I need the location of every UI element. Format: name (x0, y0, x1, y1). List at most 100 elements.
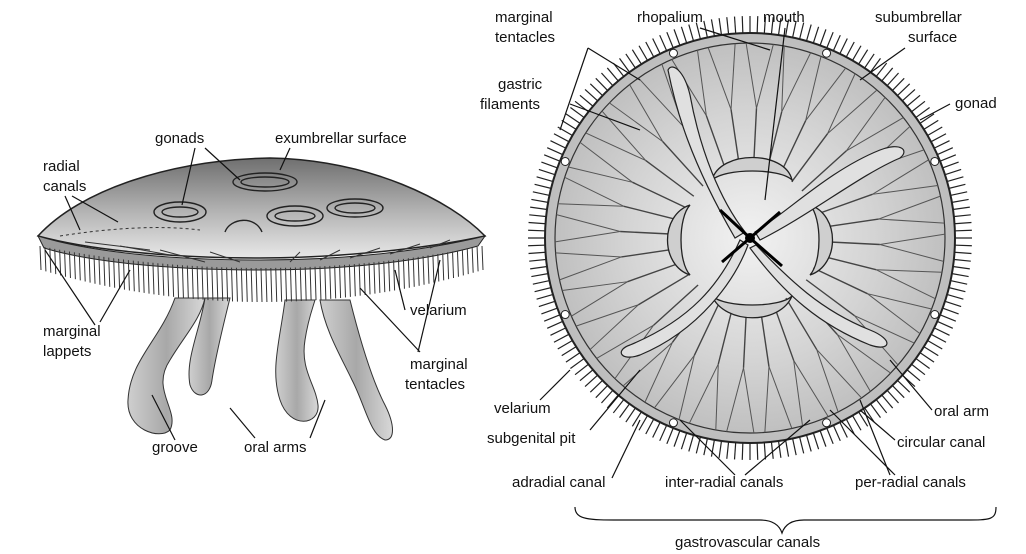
tentacle-strand (94, 255, 95, 283)
tentacle-strand (182, 265, 183, 298)
tentacle-strand (266, 268, 267, 302)
tentacle-strand (143, 262, 144, 293)
tentacle-strand (315, 267, 316, 300)
tentacle-strand (168, 264, 169, 296)
tentacle-strand (163, 264, 164, 296)
label-gastric-filaments-line1: gastric (498, 76, 543, 93)
jellyfish-side-view: gonads exumbrellar surface radial canals… (38, 130, 485, 456)
tentacle-strand (394, 260, 395, 290)
tentacle-strand (222, 267, 223, 301)
tentacle-strand (330, 266, 331, 299)
tentacle-strand (310, 267, 311, 301)
tentacle-strand (320, 266, 321, 299)
tentacle-strand (359, 264, 360, 296)
label-marginal-tentacles-line1: marginal (495, 9, 553, 26)
label-per-radial-canals: per-radial canals (855, 474, 966, 491)
tentacle-strand (55, 249, 56, 274)
tentacle-strand (133, 261, 134, 292)
mouth-center (745, 233, 755, 243)
rhopalium-dot (561, 311, 569, 319)
label-marginal-lappets-line2: lappets (43, 343, 91, 360)
tentacle-strand (187, 266, 188, 299)
tentacle-strand (286, 268, 287, 302)
tentacle-strand (192, 266, 193, 299)
label-subgenital-pit: subgenital pit (487, 430, 576, 447)
rhopalium-dot (931, 311, 939, 319)
tentacle-strand (448, 252, 449, 279)
tentacle-strand (65, 251, 66, 277)
tentacle-strand (364, 263, 365, 295)
tentacle-strand (443, 253, 444, 280)
tentacle-strand (374, 262, 375, 293)
label-groove: groove (152, 439, 198, 456)
tentacle-strand (403, 259, 404, 289)
label-circular-canal: circular canal (897, 434, 985, 451)
tentacle-strand (236, 268, 237, 302)
tentacle-strand (472, 248, 473, 273)
tentacle-strand (300, 267, 301, 301)
tentacle-strand (123, 259, 124, 289)
label-subumbrellar-line2: surface (908, 29, 957, 46)
tentacle-strand (109, 258, 110, 287)
rhopalium-dot (561, 157, 569, 165)
tentacle-strand (349, 264, 350, 296)
tentacle-strand (148, 262, 149, 293)
label-gastric-filaments-line2: filaments (480, 96, 540, 113)
label-gonads: gonads (155, 130, 204, 147)
tentacle-strand (74, 252, 75, 279)
tentacle-strand (241, 268, 242, 302)
tentacle-strand (197, 266, 198, 299)
tentacle-strand (462, 250, 463, 276)
tentacle-strand (408, 258, 409, 288)
label-adradial-canal: adradial canal (512, 474, 605, 491)
tentacle-strand (207, 267, 208, 300)
label-velarium: velarium (410, 302, 467, 319)
tentacle-strand (276, 268, 277, 302)
tentacle-strand (153, 263, 154, 295)
rhopalium-dot (669, 49, 677, 57)
tentacle-strand (79, 253, 80, 280)
tentacle-strand (212, 267, 213, 301)
tentacle-strand (433, 255, 434, 283)
rhopalium-dot (823, 49, 831, 57)
tentacle-strand (99, 256, 100, 285)
label-mouth: mouth (763, 9, 805, 26)
rhopalium-dot (823, 419, 831, 427)
tentacle-strand (158, 263, 159, 295)
label-marginal-tentacles-line1: marginal (410, 356, 468, 373)
tentacle-strand (418, 257, 419, 286)
tentacle-strand (227, 267, 228, 301)
tentacle-strand (477, 247, 478, 271)
tentacle-strand (114, 258, 115, 288)
tentacle-strand (84, 254, 85, 282)
tentacle-strand (335, 266, 336, 299)
tentacle-strand (178, 265, 179, 298)
tentacle-strand (482, 246, 483, 270)
tentacle-strand (89, 255, 90, 283)
tentacle-strand (261, 268, 262, 302)
tentacle-strand (457, 251, 458, 277)
label-radial-canals-line1: radial (43, 158, 80, 175)
tentacle-strand (138, 261, 139, 292)
label-oral-arms: oral arms (244, 439, 307, 456)
tentacle-strand (389, 261, 390, 292)
label-radial-canals-line2: canals (43, 178, 86, 195)
rhopalium-dot (931, 157, 939, 165)
label-marginal-tentacles-line2: tentacles (405, 376, 465, 393)
tentacle-strand (384, 261, 385, 292)
label-inter-radial-canals: inter-radial canals (665, 474, 783, 491)
gastrovascular-brace (575, 507, 996, 533)
jellyfish-oral-view: marginal tentacles rhopalium mouth subum… (480, 9, 997, 551)
tentacle-strand (340, 265, 341, 298)
label-gastrovascular-canals: gastrovascular canals (675, 534, 820, 551)
label-rhopalium: rhopalium (637, 9, 703, 26)
tentacle-strand (104, 257, 105, 286)
tentacle-strand (379, 262, 380, 293)
tentacle-strand (128, 260, 129, 290)
label-gonad: gonad (955, 95, 997, 112)
tentacle-strand (325, 266, 326, 299)
tentacle-strand (202, 266, 203, 299)
tentacle-strand (467, 249, 468, 274)
label-subumbrellar-line1: subumbrellar (875, 9, 962, 26)
tentacle-strand (453, 251, 454, 277)
